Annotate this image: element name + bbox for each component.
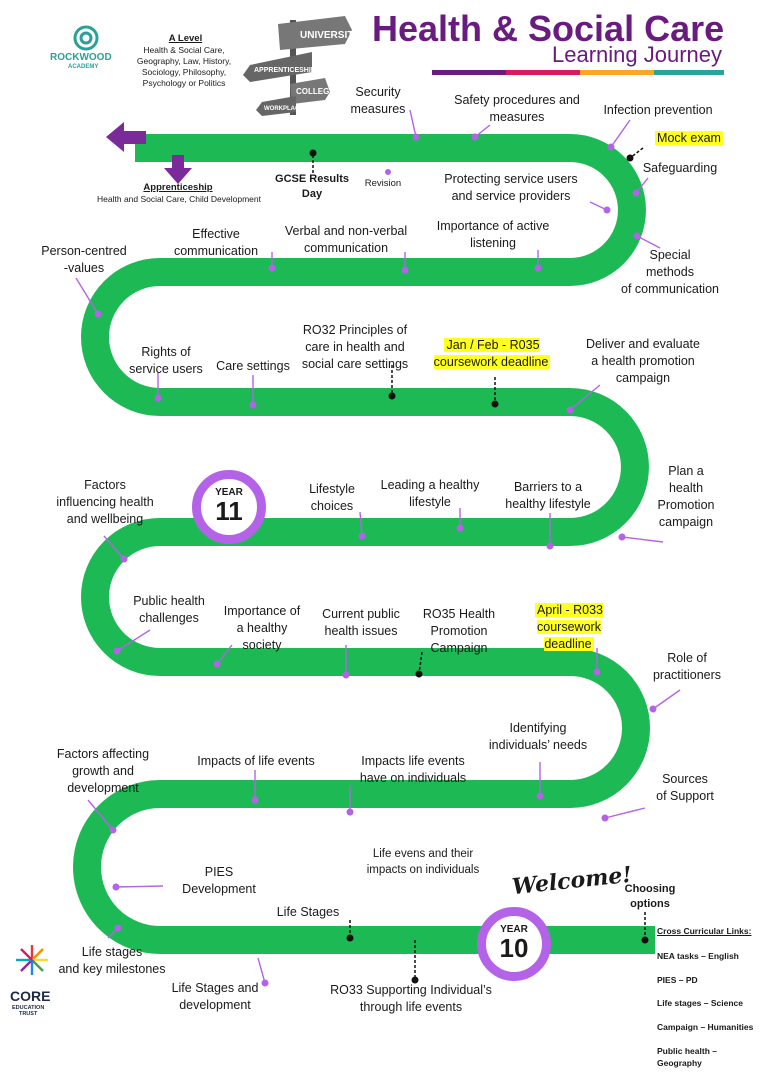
connector-society: [216, 644, 233, 665]
connector-public: [116, 629, 151, 652]
choosing-options: Choosing options: [624, 883, 676, 910]
topic-public-health: Public health challenges: [133, 594, 205, 625]
svg-text:APPRENTICESHIP: APPRENTICESHIP: [254, 67, 316, 74]
cross-curricular-item: Life stages – Science: [657, 998, 743, 1009]
road-path: [73, 134, 655, 954]
revision: Revision: [364, 178, 402, 189]
apprenticeship-text: Health and Social Care, Child Developmen…: [97, 194, 261, 204]
apprenticeship-heading: Apprenticeship: [143, 182, 213, 193]
connector-role: [652, 689, 681, 710]
topic-plan: Plan a health Promotion campaign: [657, 464, 715, 529]
topic-current-public: Current public health issues: [322, 607, 400, 638]
connector-deliver: [569, 384, 601, 411]
year-10-badge: YEAR 10: [477, 907, 551, 981]
topic-pies: PIES Development: [182, 865, 256, 896]
topic-special-methods: Special methods of communication: [621, 248, 719, 296]
rockwood-name: ROCKWOOD: [50, 52, 112, 63]
jan-feb-deadline: Jan / Feb - R035 coursework deadline: [433, 338, 551, 369]
topic-security: Security measures: [350, 85, 406, 116]
cross-curricular-item: Public health – Geography: [657, 1046, 717, 1068]
year-11-badge: YEAR 11: [192, 470, 266, 544]
core-sub: EDUCATION TRUST: [12, 1005, 45, 1018]
a-level-text: Health & Social Care, Geography, Law, Hi…: [136, 45, 232, 89]
topic-lifestyle: Lifestyle choices: [309, 482, 355, 513]
topic-life-stages: Life Stages: [276, 905, 340, 919]
topic-active-listening: Importance of active listening: [436, 219, 550, 250]
connector-special: [636, 235, 661, 249]
signpost-icon: UNIVERSITY APPRENTICESHIP COLLEGE WORKPL…: [243, 16, 360, 116]
connector-life-development: [257, 957, 266, 984]
topic-ro32: RO32 Principles of care in health and so…: [301, 323, 409, 371]
learning-journey-road: UNIVERSITY APPRENTICESHIP COLLEGE WORKPL…: [16, 16, 681, 987]
topic-identifying: Identifying individuals’ needs: [488, 721, 588, 752]
topic-importance-society: Importance of a healthy society: [223, 604, 301, 652]
topic-verbal: Verbal and non-verbal communication: [284, 224, 408, 255]
connector-lifestyle: [359, 511, 363, 537]
topic-rights: Rights of service users: [129, 345, 203, 376]
connector-factors-affecting: [87, 799, 114, 831]
topic-life-stages-milestones: Life stages and key milestones: [58, 945, 166, 976]
topic-ro33: RO33 Supporting Individual’s through lif…: [330, 983, 492, 1014]
core-name: CORE: [10, 988, 51, 1004]
header-bar-teal: [654, 70, 724, 75]
svg-text:WORKPLACE: WORKPLACE: [264, 106, 303, 112]
cross-curricular-item: PIES – PD: [657, 974, 698, 985]
rockwood-logo-icon: [73, 25, 99, 51]
header-bar-yellow: [580, 70, 654, 75]
topic-effective: Effective communication: [173, 227, 259, 258]
cross-curricular-item: Campaign – Humanities: [657, 1022, 754, 1033]
topic-role: Role of practitioners: [652, 651, 722, 682]
gcse-results: GCSE Results Day: [275, 173, 349, 200]
rockwood-sub: ACADEMY: [68, 64, 99, 70]
topic-ro35: RO35 Health Promotion Campaign: [422, 607, 496, 655]
topic-factors-influencing: Factors influencing health and wellbeing: [56, 478, 154, 526]
connector-sources: [604, 807, 646, 819]
cross-curricular-list: NEA tasks – English PIES – PD Life stage…: [657, 939, 767, 1082]
topic-impacts-life-events: Impacts of life events: [197, 754, 315, 768]
april-deadline: April - R033 coursework deadline: [535, 603, 603, 651]
topic-impacts-individuals: Impacts life events have on individuals: [359, 754, 467, 785]
svg-text:COLLEGE: COLLEGE: [296, 87, 335, 96]
cross-curricular-item: NEA tasks – English: [657, 950, 739, 961]
connector-plan: [621, 536, 664, 543]
topic-life-stages-development: Life Stages and development: [171, 981, 259, 1012]
connector-pies: [115, 885, 164, 888]
topic-infection: Infection prevention: [603, 103, 713, 117]
svg-text:UNIVERSITY: UNIVERSITY: [300, 30, 360, 41]
connector-security: [409, 109, 417, 138]
topic-safeguarding: Safeguarding: [642, 161, 718, 175]
header-bar-purple: [432, 70, 506, 75]
page-subtitle: Learning Journey: [552, 42, 723, 67]
topic-protecting: Protecting service users and service pro…: [444, 172, 578, 203]
topic-person-centred: Person-centred -values: [41, 244, 127, 275]
topic-life-evens: Life evens and their impacts on individu…: [366, 848, 480, 876]
header-bar-pink: [506, 70, 580, 75]
a-level-heading: A Level: [168, 33, 203, 44]
topic-leading: Leading a healthy lifestyle: [380, 478, 480, 509]
topic-sources: Sources of Support: [656, 772, 714, 803]
arrow-left-icon: [106, 122, 146, 152]
arrow-down-icon: [164, 155, 192, 184]
topic-safety: Safety procedures and measures: [454, 93, 580, 124]
connector-person: [75, 277, 99, 315]
page-title: Health & Social Care: [372, 8, 725, 49]
topic-deliver: Deliver and evaluate a health promotion …: [586, 337, 700, 385]
topic-care-settings: Care settings: [216, 359, 290, 373]
connector-factors-influencing: [103, 535, 125, 560]
mock-exam: Mock exam: [655, 131, 723, 145]
core-logo-icon: [16, 945, 48, 975]
topic-barriers: Barriers to a healthy lifestyle: [505, 480, 591, 511]
cross-curricular-heading: Cross Curricular Links:: [657, 926, 752, 936]
connector-infection: [610, 119, 631, 148]
topic-factors-affecting: Factors affecting growth and development: [56, 747, 150, 795]
